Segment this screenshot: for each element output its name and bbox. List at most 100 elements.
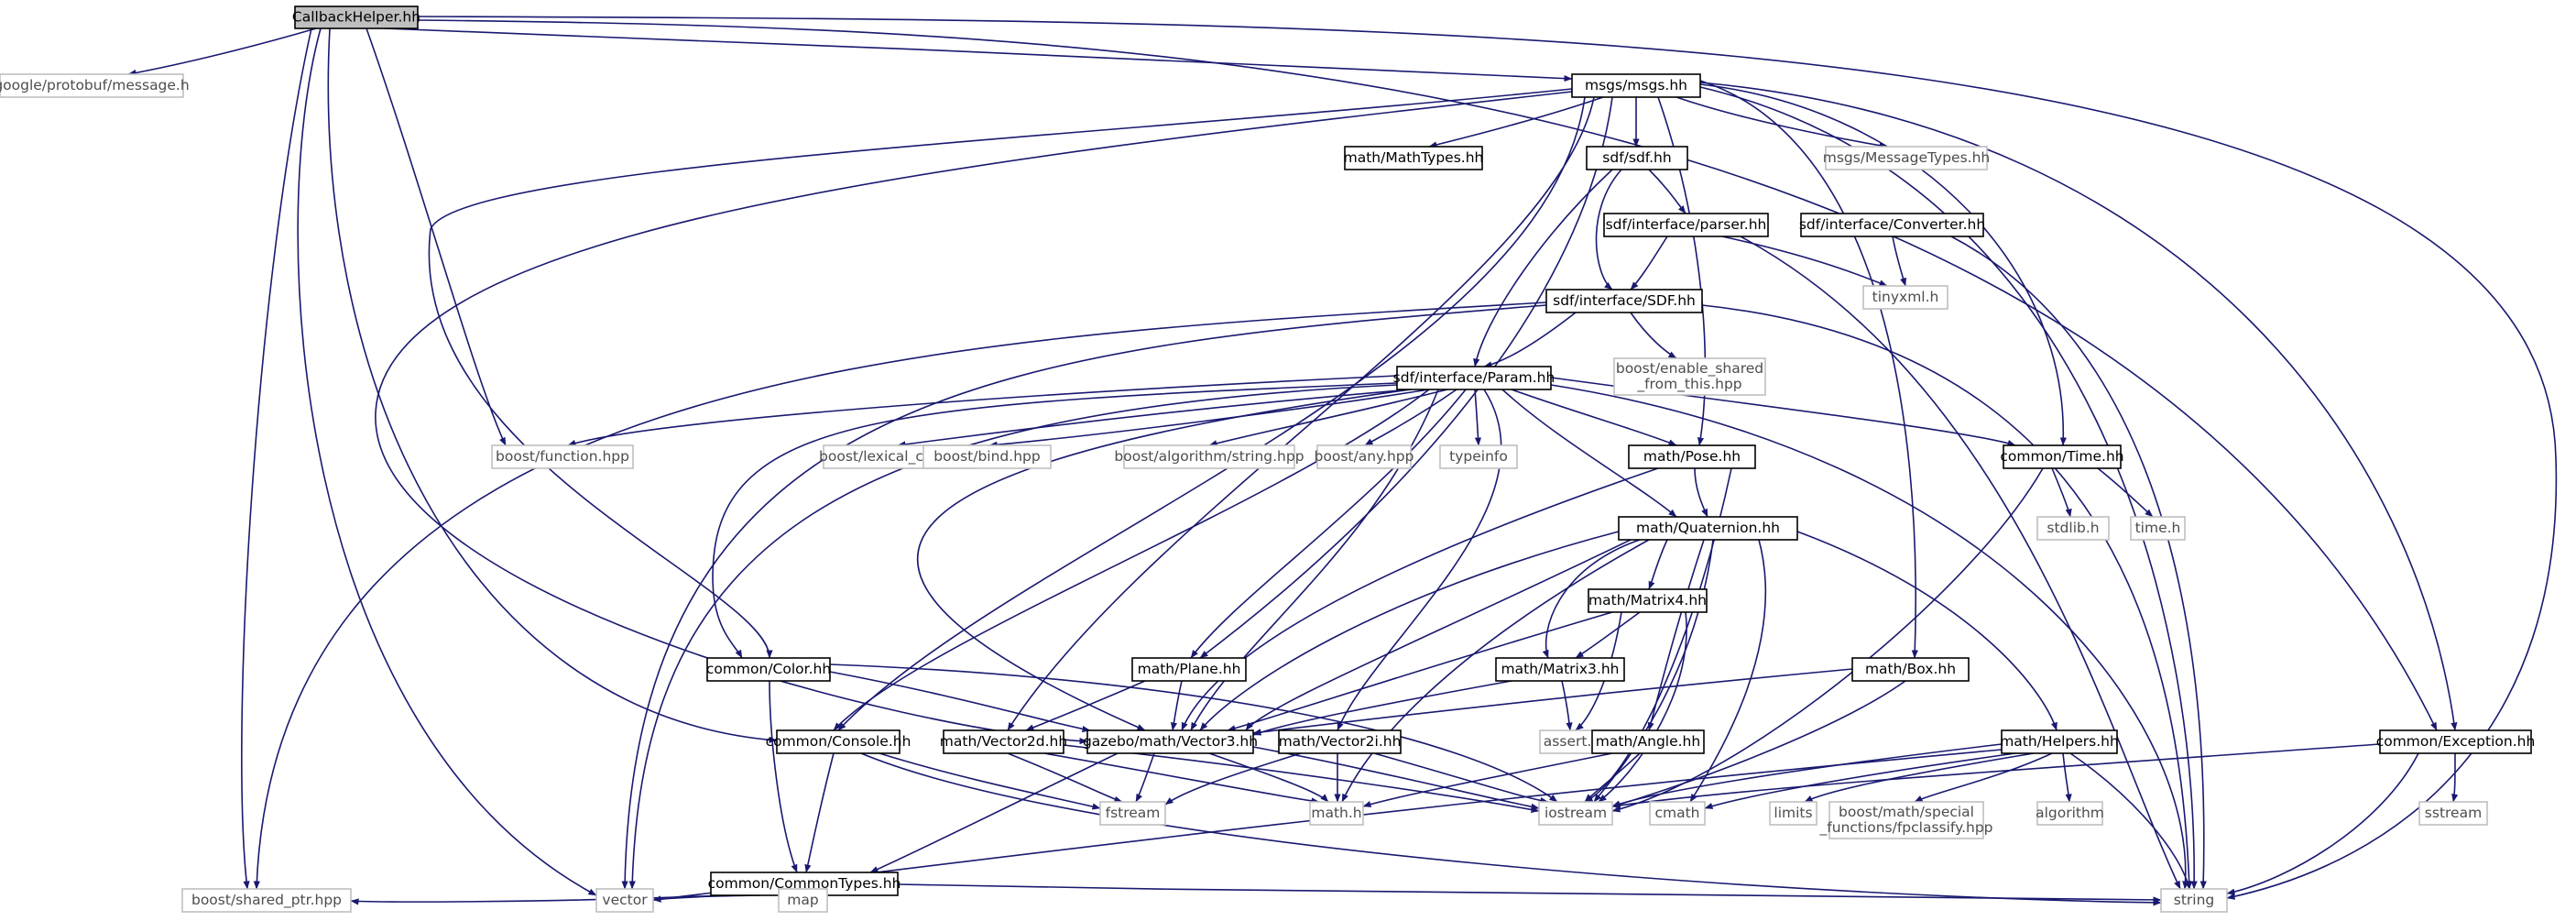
node-converter[interactable]: sdf/interface/Converter.hh	[1799, 213, 1985, 237]
node-box	[943, 729, 1064, 754]
edge-quat-to-vec3	[1199, 531, 1620, 731]
node-vec2i[interactable]: math/Vector2i.hh	[1278, 729, 1402, 754]
edge-quat-to-helpers	[1796, 531, 2058, 731]
edge-param-to-vector	[628, 384, 1398, 890]
edge-console-to-fstream	[879, 752, 1101, 810]
node-label: iostream	[1545, 805, 1607, 821]
node-tinyxml: tinyxml.h	[1862, 285, 1948, 310]
node-msgtypes: msgs/MessageTypes.hh	[1823, 146, 1991, 170]
node-label: limits	[1774, 805, 1812, 821]
edge-color-to-vec3	[829, 671, 1091, 733]
node-vec3[interactable]: gazebo/math/Vector3.hh	[1083, 729, 1258, 754]
node-label: math.h	[1311, 805, 1361, 821]
node-sharedptr: boost/shared_ptr.hpp	[181, 888, 352, 913]
node-vector: vector	[595, 888, 654, 913]
node-sdfhh[interactable]: sdf/interface/SDF.hh	[1545, 289, 1703, 313]
node-box	[1131, 657, 1247, 682]
node-algostring: boost/algorithm/string.hpp	[1114, 444, 1304, 469]
edge-matrix4-to-assert	[1575, 611, 1622, 731]
node-time[interactable]: common/Time.hh	[2000, 444, 2124, 469]
node-box	[1278, 729, 1402, 754]
node-plane[interactable]: math/Plane.hh	[1131, 657, 1247, 682]
node-pose[interactable]: math/Pose.hh	[1628, 444, 1756, 469]
edge-msgs-to-plane	[1199, 96, 1613, 659]
node-label: _functions/fpclassify.hpp	[1818, 819, 1992, 837]
node-box	[2001, 729, 2118, 754]
node-box	[0, 73, 184, 98]
node-sdf[interactable]: sdf/sdf.hh	[1586, 146, 1688, 170]
node-box[interactable]: math/Box.hh	[1851, 657, 1970, 682]
node-mathtypes[interactable]: math/MathTypes.hh	[1344, 146, 1484, 170]
node-box	[1439, 444, 1518, 469]
edge-exception-to-string	[2226, 752, 2419, 895]
edge-matrix3-to-vec3	[1252, 680, 1512, 736]
node-label: _from_this.hpp	[1636, 376, 1741, 393]
node-box	[922, 444, 1052, 469]
edge-console-to-commontypes	[804, 752, 835, 873]
node-parser[interactable]: sdf/interface/parser.hh	[1603, 213, 1769, 237]
edge-msgs-to-exception	[1699, 82, 2458, 731]
node-box	[1613, 357, 1766, 396]
node-console[interactable]: common/Console.hh	[766, 729, 911, 754]
node-box	[294, 5, 419, 29]
edge-time-to-iostream	[1611, 467, 2044, 813]
node-fstream: fstream	[1099, 801, 1166, 826]
node-label: tinyxml.h	[1872, 289, 1939, 305]
node-label: algorithm	[2036, 805, 2104, 821]
node-label: msgs/msgs.hh	[1585, 77, 1687, 93]
edge-quat-to-matrix3	[1542, 539, 1641, 659]
node-label: msgs/MessageTypes.hh	[1823, 149, 1991, 166]
edge-msgs-to-vec3	[375, 91, 1573, 745]
node-typeinfo: typeinfo	[1439, 444, 1518, 469]
node-param[interactable]: sdf/interface/Param.hh	[1393, 366, 1555, 390]
edge-sdf-to-sdfhh	[1595, 169, 1622, 291]
edge-helpers-to-fpclassify	[1914, 752, 2053, 803]
edge-vec3-to-commontypes	[869, 752, 1119, 873]
node-label: math/Vector2i.hh	[1279, 733, 1402, 750]
node-helpers[interactable]: math/Helpers.hh	[2000, 729, 2119, 754]
node-label: boost/shared_ptr.hpp	[191, 892, 342, 909]
node-map: map	[778, 888, 828, 913]
node-msgs[interactable]: msgs/msgs.hh	[1571, 73, 1701, 98]
node-label: boost/enable_shared	[1616, 360, 1763, 378]
node-color[interactable]: common/Color.hh	[706, 657, 831, 682]
node-any: boost/any.hpp	[1315, 444, 1414, 469]
edge-sdfhh-to-enable_shared	[1630, 312, 1677, 359]
node-label: math/Pose.hh	[1643, 448, 1741, 465]
node-matrix3[interactable]: math/Matrix3.hh	[1495, 657, 1625, 682]
node-box	[1828, 801, 1984, 839]
edge-helpers-to-limits	[1804, 752, 2035, 803]
node-label: math/Matrix3.hh	[1501, 661, 1620, 677]
node-vec2d[interactable]: math/Vector2d.hh	[940, 729, 1067, 754]
edge-param-to-vec3	[916, 389, 1412, 731]
node-label: google/protobuf/message.h	[0, 77, 190, 93]
node-matrix4[interactable]: math/Matrix4.hh	[1588, 588, 1708, 613]
node-label: sdf/sdf.hh	[1602, 149, 1671, 166]
edge-param-to-vec2i	[1337, 389, 1502, 731]
node-algorithm: algorithm	[2036, 801, 2104, 826]
node-label: time.h	[2135, 520, 2181, 536]
edge-root-to-string	[417, 16, 2558, 900]
node-label: common/CommonTypes.hh	[708, 875, 901, 892]
node-commontypes[interactable]: common/CommonTypes.hh	[708, 872, 901, 896]
node-quat[interactable]: math/Quaternion.hh	[1618, 516, 1798, 541]
node-label: stdlib.h	[2047, 520, 2099, 536]
node-label: common/Console.hh	[766, 733, 911, 750]
edge-sdfhh-to-param	[1483, 312, 1577, 368]
node-root[interactable]: CallbackHelper.hh	[292, 5, 420, 29]
edge-msgs-to-time	[1699, 83, 2067, 446]
node-box	[2036, 516, 2110, 541]
node-box	[776, 729, 901, 754]
edge-param-to-console	[833, 389, 1430, 731]
edge-msgs-to-vec2d	[1007, 96, 1595, 731]
node-angle[interactable]: math/Angle.hh	[1591, 729, 1705, 754]
edge-color-to-commontypes	[769, 680, 798, 873]
node-exception[interactable]: common/Exception.hh	[2376, 729, 2536, 754]
node-label: math/Angle.hh	[1596, 733, 1700, 750]
edge-sdfhh-to-sharedptr	[253, 302, 1547, 890]
node-box	[2003, 444, 2122, 469]
edge-param-to-any	[1364, 389, 1457, 446]
node-label: sdf/interface/SDF.hh	[1553, 292, 1696, 309]
node-fpclassify: boost/math/special_functions/fpclassify.…	[1818, 801, 1993, 839]
